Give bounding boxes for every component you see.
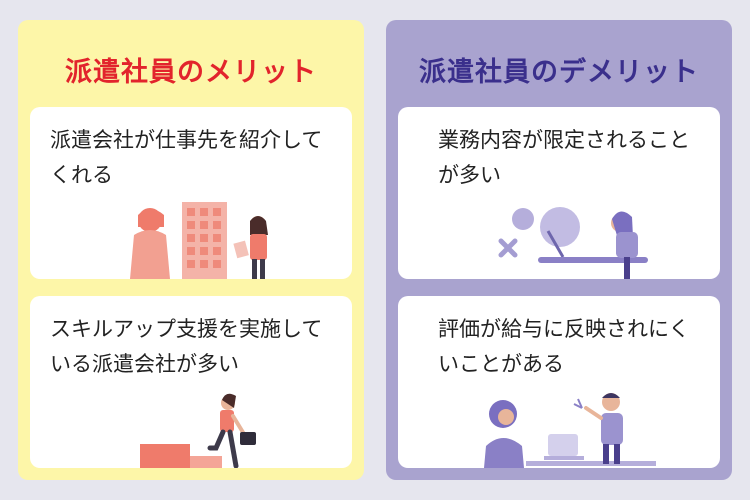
demerits-title: 派遣社員のデメリット (419, 57, 699, 88)
merit-card-1: 派遣会社が仕事先を紹介してくれる (30, 107, 352, 279)
building-meeting-icon (130, 202, 268, 279)
demerit-card-2: 評価が給与に反映されにくいことがある (398, 296, 720, 468)
demerit-card-1: 業務内容が限定されることが多い (398, 107, 720, 279)
merits-panel: 派遣社員のメリット 派遣会社が仕事先を紹介してくれる (18, 20, 364, 480)
demerit-card-2-text: 評価が給与に反映されにくいことがある (438, 317, 690, 376)
merit-card-2-text: スキルアップ支援を実施している派遣会社が多い (50, 317, 323, 376)
demerits-panel: 派遣社員のデメリット 業務内容が限定されることが多い 評価が給与に反映されにくい… (386, 20, 732, 480)
evaluation-meeting-icon (484, 393, 656, 468)
limited-work-icon (498, 207, 648, 279)
merit-card-1-text: 派遣会社が仕事先を紹介してくれる (50, 128, 323, 187)
climbing-stairs-icon (140, 393, 256, 468)
merits-title: 派遣社員のメリット (65, 57, 317, 88)
demerit-card-1-text: 業務内容が限定されることが多い (438, 128, 690, 187)
merit-card-2: スキルアップ支援を実施している派遣会社が多い (30, 296, 352, 468)
